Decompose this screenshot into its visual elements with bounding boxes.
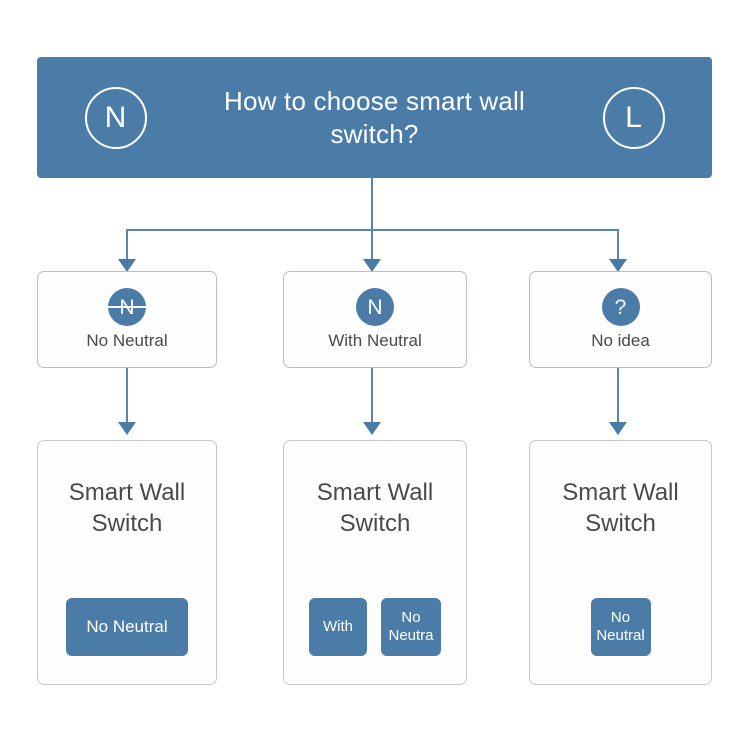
neutral-wire-icon-label: N [104, 100, 127, 134]
option-box-with-neutral[interactable]: N With Neutral [283, 271, 467, 368]
arrowhead-product-3 [609, 422, 627, 435]
option-label-no-idea: No idea [591, 331, 650, 350]
product-buttons-1: No Neutral [38, 598, 216, 656]
live-wire-icon: L [602, 86, 665, 149]
page-title: How to choose smart wall switch? [223, 85, 526, 149]
option-box-no-neutral[interactable]: N No Neutral [37, 271, 217, 368]
product-title-3: Smart Wall Switch [562, 479, 679, 537]
product-card-with-neutral[interactable]: Smart Wall Switch With No Neutra [283, 440, 467, 685]
arrowhead-option-3 [609, 259, 627, 272]
n-circle-icon-label: N [367, 295, 383, 319]
product-button-no-neutra[interactable]: No Neutra [381, 598, 441, 656]
strike-through-line [102, 306, 152, 308]
arrowhead-option-1 [118, 259, 136, 272]
live-wire-icon-label: L [625, 100, 642, 134]
product-title-1: Smart Wall Switch [68, 479, 186, 537]
product-button-no-neutral-alt[interactable]: No Neutral [590, 598, 651, 656]
arrowhead-product-1 [118, 422, 136, 435]
connector-bus-to-option-3 [617, 229, 619, 266]
arrowhead-product-2 [363, 422, 381, 435]
product-title-2: Smart Wall Switch [316, 479, 434, 537]
option-box-no-idea[interactable]: ? No idea [529, 271, 712, 368]
connector-header-stem [371, 178, 373, 230]
header-banner: N How to choose smart wall switch? L [37, 57, 712, 178]
product-button-with[interactable]: With [309, 598, 367, 656]
product-button-no-neutral[interactable]: No Neutral [66, 598, 188, 656]
connector-option-2-to-product-2 [371, 368, 373, 424]
question-circle-icon-label: ? [614, 295, 627, 319]
connector-bus-to-option-1 [126, 229, 128, 266]
option-label-with-neutral: With Neutral [328, 331, 422, 350]
product-buttons-2: With No Neutra [284, 598, 466, 656]
product-card-no-neutral[interactable]: Smart Wall Switch No Neutral [37, 440, 217, 685]
product-buttons-3: No Neutral [530, 598, 711, 656]
connector-bus-to-option-2 [371, 229, 373, 266]
n-circle-icon: N [356, 288, 394, 326]
question-circle-icon: ? [601, 288, 640, 326]
connector-option-3-to-product-3 [617, 368, 619, 424]
n-crossed-circle-icon: N [102, 288, 152, 326]
product-card-no-idea[interactable]: Smart Wall Switch No Neutral [529, 440, 712, 685]
option-label-no-neutral: No Neutral [86, 331, 168, 350]
connector-option-1-to-product-1 [126, 368, 128, 424]
neutral-wire-icon: N [84, 86, 147, 149]
arrowhead-option-2 [363, 259, 381, 272]
